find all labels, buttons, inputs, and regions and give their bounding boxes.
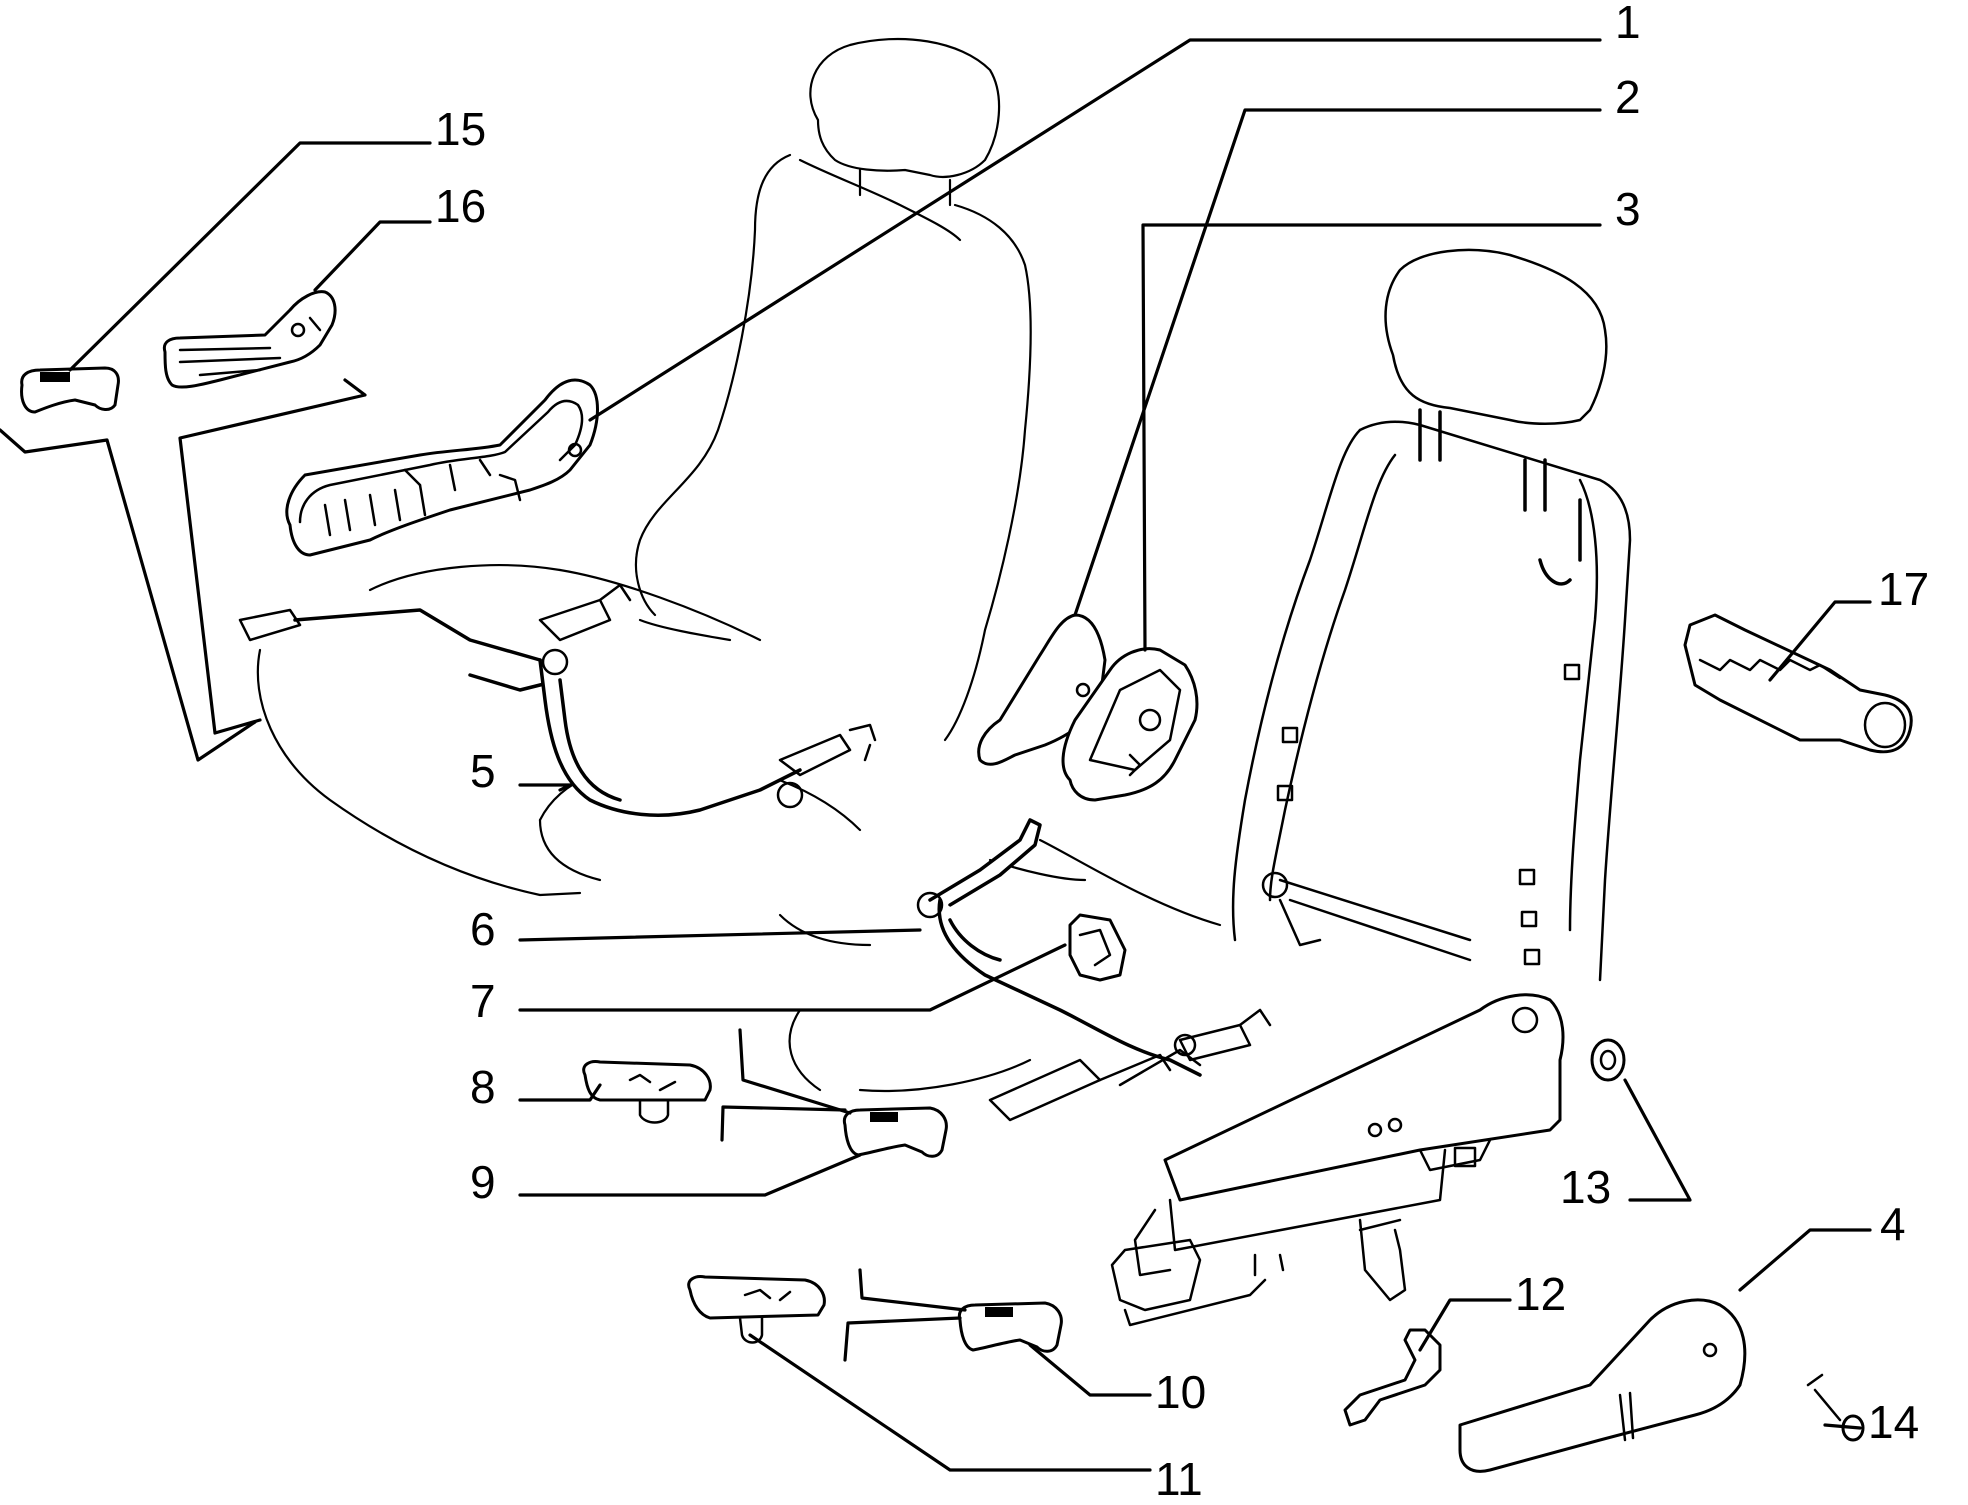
part-6-front-bar	[916, 818, 1272, 1122]
callout-4: 4	[1880, 1198, 1906, 1250]
callout-labels: 1 2 3 4 5 6 7 8 9 10 11 12 13 14 15 16 1…	[435, 0, 1929, 1505]
callout-15: 15	[435, 103, 486, 155]
part-14-screw	[1806, 1373, 1865, 1442]
callout-1: 1	[1615, 0, 1641, 48]
seat-frame-right	[1110, 248, 1632, 1327]
part-10-knob	[957, 1301, 1063, 1353]
callout-16: 16	[435, 180, 486, 232]
part-11-button	[687, 1275, 826, 1344]
callout-17: 17	[1878, 563, 1929, 615]
part-17-ratchet	[1683, 613, 1913, 754]
part-8-button	[582, 1060, 712, 1124]
part-3-cover	[1061, 647, 1199, 802]
callout-8: 8	[470, 1061, 496, 1113]
callout-14: 14	[1868, 1396, 1919, 1448]
leader-lines	[0, 38, 1872, 1472]
callout-7: 7	[470, 975, 496, 1027]
callout-12: 12	[1515, 1268, 1566, 1320]
callout-10: 10	[1155, 1366, 1206, 1418]
part-5-torsion-bar	[238, 583, 877, 817]
callout-9: 9	[470, 1156, 496, 1208]
part-7-clip	[1068, 913, 1127, 982]
callout-13: 13	[1560, 1161, 1611, 1213]
callout-6: 6	[470, 903, 496, 955]
callout-11: 11	[1155, 1453, 1203, 1505]
callout-2: 2	[1615, 71, 1641, 123]
part-9-knob	[842, 1106, 948, 1158]
part-1-side-trim	[285, 378, 599, 557]
part-16-lever	[162, 290, 337, 389]
part-12-bracket	[1343, 1328, 1442, 1427]
part-15-knob	[20, 366, 120, 414]
callout-5: 5	[470, 745, 496, 797]
part-4-trim	[1458, 1298, 1747, 1473]
part-13-washer	[1590, 1038, 1626, 1082]
callout-3: 3	[1615, 183, 1641, 235]
